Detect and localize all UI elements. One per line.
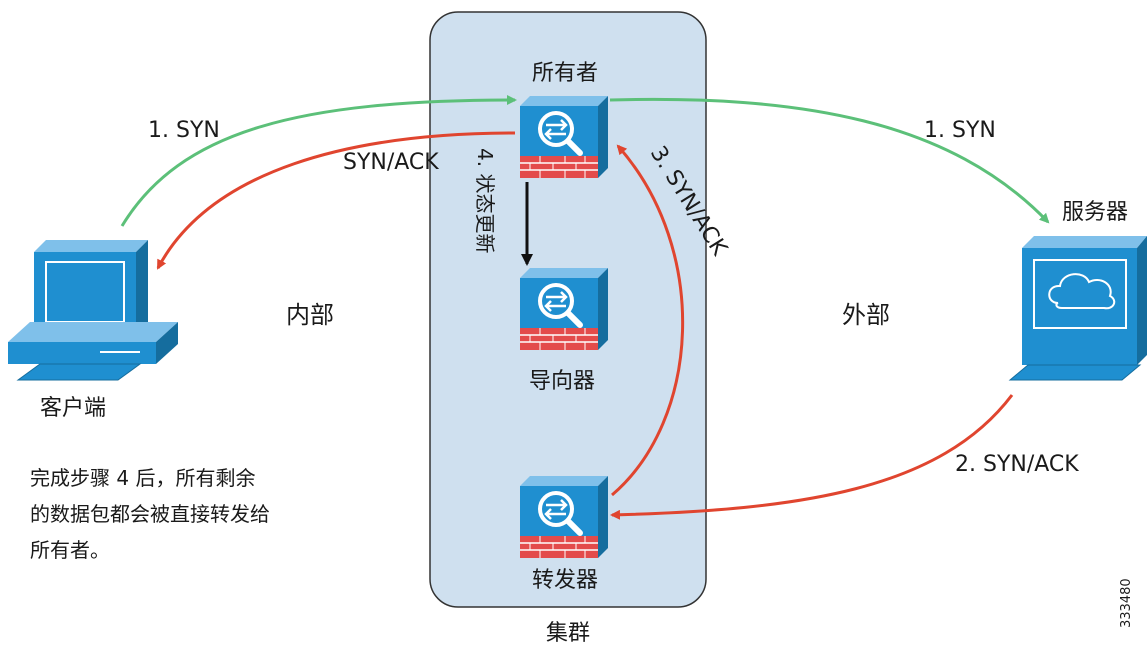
note-line-1: 完成步骤 4 后，所有剩余 bbox=[30, 466, 256, 490]
cluster-label: 集群 bbox=[546, 621, 590, 645]
synack-server-label: 2. SYN/ACK bbox=[955, 452, 1079, 477]
outside-zone-label: 外部 bbox=[842, 301, 890, 329]
synack-client-label: SYN/ACK bbox=[343, 150, 439, 175]
inside-zone-label: 内部 bbox=[286, 301, 334, 329]
figure-id: 333480 bbox=[1119, 578, 1134, 628]
director-firewall-icon bbox=[520, 268, 608, 350]
server-label: 服务器 bbox=[1062, 200, 1128, 225]
forwarder-label: 转发器 bbox=[532, 568, 598, 593]
note-text: 完成步骤 4 后，所有剩余 的数据包都会被直接转发给 所有者。 bbox=[30, 460, 330, 568]
forwarder-firewall-icon bbox=[520, 476, 608, 558]
note-line-2: 的数据包都会被直接转发给 bbox=[30, 502, 270, 526]
client-computer-icon bbox=[8, 240, 178, 381]
state-update-label: 4. 状态更新 bbox=[473, 148, 497, 253]
syn-client-label: 1. SYN bbox=[148, 118, 220, 143]
syn-server-label: 1. SYN bbox=[924, 118, 996, 143]
note-line-3: 所有者。 bbox=[30, 538, 110, 562]
syn-client-to-owner-arrow bbox=[120, 95, 517, 227]
server-icon bbox=[1008, 236, 1147, 381]
synack-server-to-forwarder-arrow bbox=[610, 394, 1014, 520]
synack-owner-to-client-arrow bbox=[156, 131, 516, 270]
director-label: 导向器 bbox=[529, 369, 595, 394]
client-label: 客户端 bbox=[40, 396, 106, 421]
owner-label: 所有者 bbox=[532, 61, 598, 86]
synack-forwarder-to-owner-arrow bbox=[611, 144, 685, 497]
syn-owner-to-server-arrow bbox=[609, 97, 1050, 224]
owner-firewall-icon bbox=[520, 96, 608, 178]
